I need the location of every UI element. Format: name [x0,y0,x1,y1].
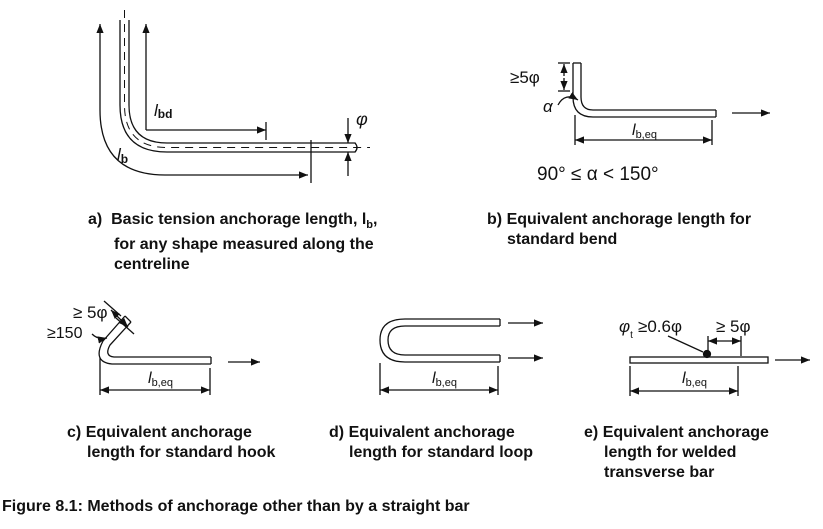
bar-b-outer [572,63,716,118]
dim-06phi-e-label: ≥0.6φ [638,317,682,336]
dim-5phi-e-label: ≥ 5φ [716,317,751,336]
bar-a-outer [119,20,355,153]
dim-phit-e-label: φt [619,317,633,341]
dim-150-arc [91,333,108,344]
dim-5phi-b: ≥5φ [510,68,540,87]
bar-d-outer [379,318,500,363]
panel-b-drawing [557,62,770,145]
dim-alpha-arc [557,92,579,106]
welded-transverse-bar [702,349,712,359]
panel-c-drawing [91,300,260,395]
angle-range-b: 90° ≤ α < 150° [537,164,659,185]
dim-lb-label: lb [117,145,128,166]
panel-e-drawing [629,335,810,396]
bar-a-inner [128,20,355,144]
dim-5phi-c-label: ≥ 5φ [73,303,108,322]
bar-c-inner [107,321,211,358]
dim-lb-curve [96,24,308,179]
dim-lbeq-c-label: lb,eq [148,370,173,389]
bar-e [629,356,769,364]
dim-150-c-label: ≥150 [47,325,83,342]
bar-a-centreline [124,10,370,148]
caption-d: d) Equivalent anchorage length for stand… [329,424,533,461]
bar-b-inner [580,63,716,111]
panel-a-drawing [96,10,370,183]
dim-lbeq-d-label: lb,eq [432,370,457,389]
dim-alpha-b: α [543,97,554,116]
dim-lbeq-b-label: lb,eq [632,122,657,141]
dim-phi-label: φ [356,109,368,129]
caption-b: b) Equivalent anchorage length for stand… [487,211,752,248]
panel-d-drawing [379,318,543,395]
dim-5phi-c [110,309,129,328]
bar-d-inner [387,325,500,356]
caption-a-label: a) [88,211,103,228]
caption-c: c) Equivalent anchorage length for stand… [67,424,276,461]
figure-caption: Figure 8.1: Methods of anchorage other t… [2,498,470,515]
caption-a: a) Basic tension anchorage length, lb, f… [88,211,378,274]
caption-e: e) Equivalent anchorage length for welde… [584,424,769,481]
dim-lbd-label: lbd [154,101,172,121]
dim-lbeq-e-label: lb,eq [682,370,707,389]
